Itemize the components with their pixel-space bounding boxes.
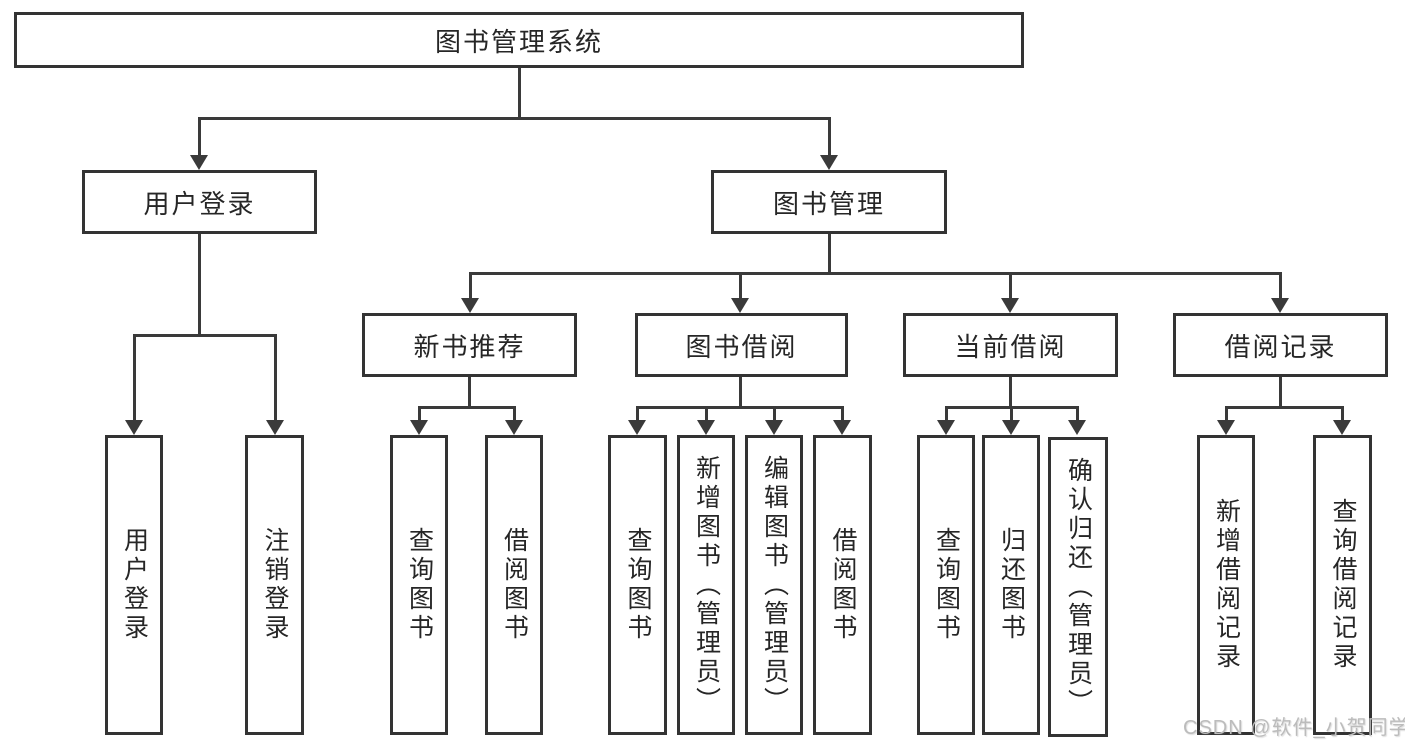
connector-drop	[945, 406, 948, 422]
arrow-down-icon	[1068, 420, 1086, 435]
node-current-return-books: 归还图书	[982, 435, 1040, 735]
connector-book-management-bus	[469, 272, 1282, 275]
arrow-down-icon	[190, 155, 208, 170]
arrow-down-icon	[410, 420, 428, 435]
node-borrow-borrow-books: 借阅图书	[813, 435, 872, 735]
connector-drop	[1341, 406, 1344, 422]
arrow-down-icon	[628, 420, 646, 435]
arrow-down-icon	[1271, 298, 1289, 313]
connector-drop	[1010, 406, 1013, 422]
node-user-login: 用户登录	[105, 435, 163, 735]
arrow-down-icon	[1002, 420, 1020, 435]
connector-drop	[773, 406, 776, 422]
node-borrow-add-books-admin: 新增图书（管理员）	[677, 435, 735, 735]
node-recommend-borrow-books: 借阅图书	[485, 435, 543, 735]
arrow-down-icon	[833, 420, 851, 435]
connector-drop-borrow	[739, 272, 742, 300]
arrow-down-icon	[1217, 420, 1235, 435]
csdn-watermark: CSDN @软件_小贺同学	[1183, 717, 1405, 739]
node-records-add-record: 新增借阅记录	[1197, 435, 1255, 735]
node-book-management: 图书管理	[711, 170, 947, 234]
arrow-down-icon	[1333, 420, 1351, 435]
connector-drop-logout	[274, 334, 277, 422]
arrow-down-icon	[697, 420, 715, 435]
node-book-borrow: 图书借阅	[635, 313, 848, 377]
connector-drop	[1225, 406, 1228, 422]
arrow-down-icon	[1001, 298, 1019, 313]
connector-drop	[418, 406, 421, 422]
connector-recommend-stem	[468, 377, 471, 409]
arrow-down-icon	[731, 298, 749, 313]
connector-records-stem	[1279, 377, 1282, 409]
connector-recommend-bus	[418, 406, 516, 409]
arrow-down-icon	[765, 420, 783, 435]
connector-drop	[513, 406, 516, 422]
node-logout: 注销登录	[245, 435, 304, 735]
arrow-down-icon	[820, 155, 838, 170]
connector-drop-recommend	[469, 272, 472, 300]
connector-drop-user-login	[198, 117, 201, 157]
node-recommend-query-books: 查询图书	[390, 435, 448, 735]
node-borrow-records: 借阅记录	[1173, 313, 1388, 377]
arrow-down-icon	[461, 298, 479, 313]
connector-records-bus	[1225, 406, 1343, 409]
connector-drop	[705, 406, 708, 422]
connector-drop-book-management	[828, 117, 831, 157]
arrow-down-icon	[125, 420, 143, 435]
connector-drop-current	[1009, 272, 1012, 300]
node-borrow-edit-books-admin: 编辑图书（管理员）	[745, 435, 803, 735]
connector-root-bus	[198, 117, 831, 120]
node-borrow-query-books: 查询图书	[608, 435, 667, 735]
connector-book-management-stem	[828, 234, 831, 275]
node-current-query-books: 查询图书	[917, 435, 975, 735]
connector-borrow-bus	[636, 406, 844, 409]
arrow-down-icon	[937, 420, 955, 435]
node-root: 图书管理系统	[14, 12, 1024, 68]
connector-drop	[841, 406, 844, 422]
connector-drop-login	[133, 334, 136, 422]
connector-current-stem	[1009, 377, 1012, 409]
connector-user-login-stem	[198, 234, 201, 337]
connector-drop-records	[1279, 272, 1282, 300]
arrow-down-icon	[266, 420, 284, 435]
connector-root-stem	[518, 68, 521, 119]
node-records-query-record: 查询借阅记录	[1313, 435, 1372, 735]
connector-borrow-stem	[739, 377, 742, 409]
node-current-borrow: 当前借阅	[903, 313, 1118, 377]
node-new-book-recommend: 新书推荐	[362, 313, 577, 377]
connector-user-login-bus	[133, 334, 277, 337]
node-user-login-group: 用户登录	[82, 170, 317, 234]
connector-drop	[636, 406, 639, 422]
arrow-down-icon	[505, 420, 523, 435]
node-current-confirm-return-admin: 确认归还（管理员）	[1048, 437, 1108, 737]
connector-drop	[1076, 406, 1079, 422]
